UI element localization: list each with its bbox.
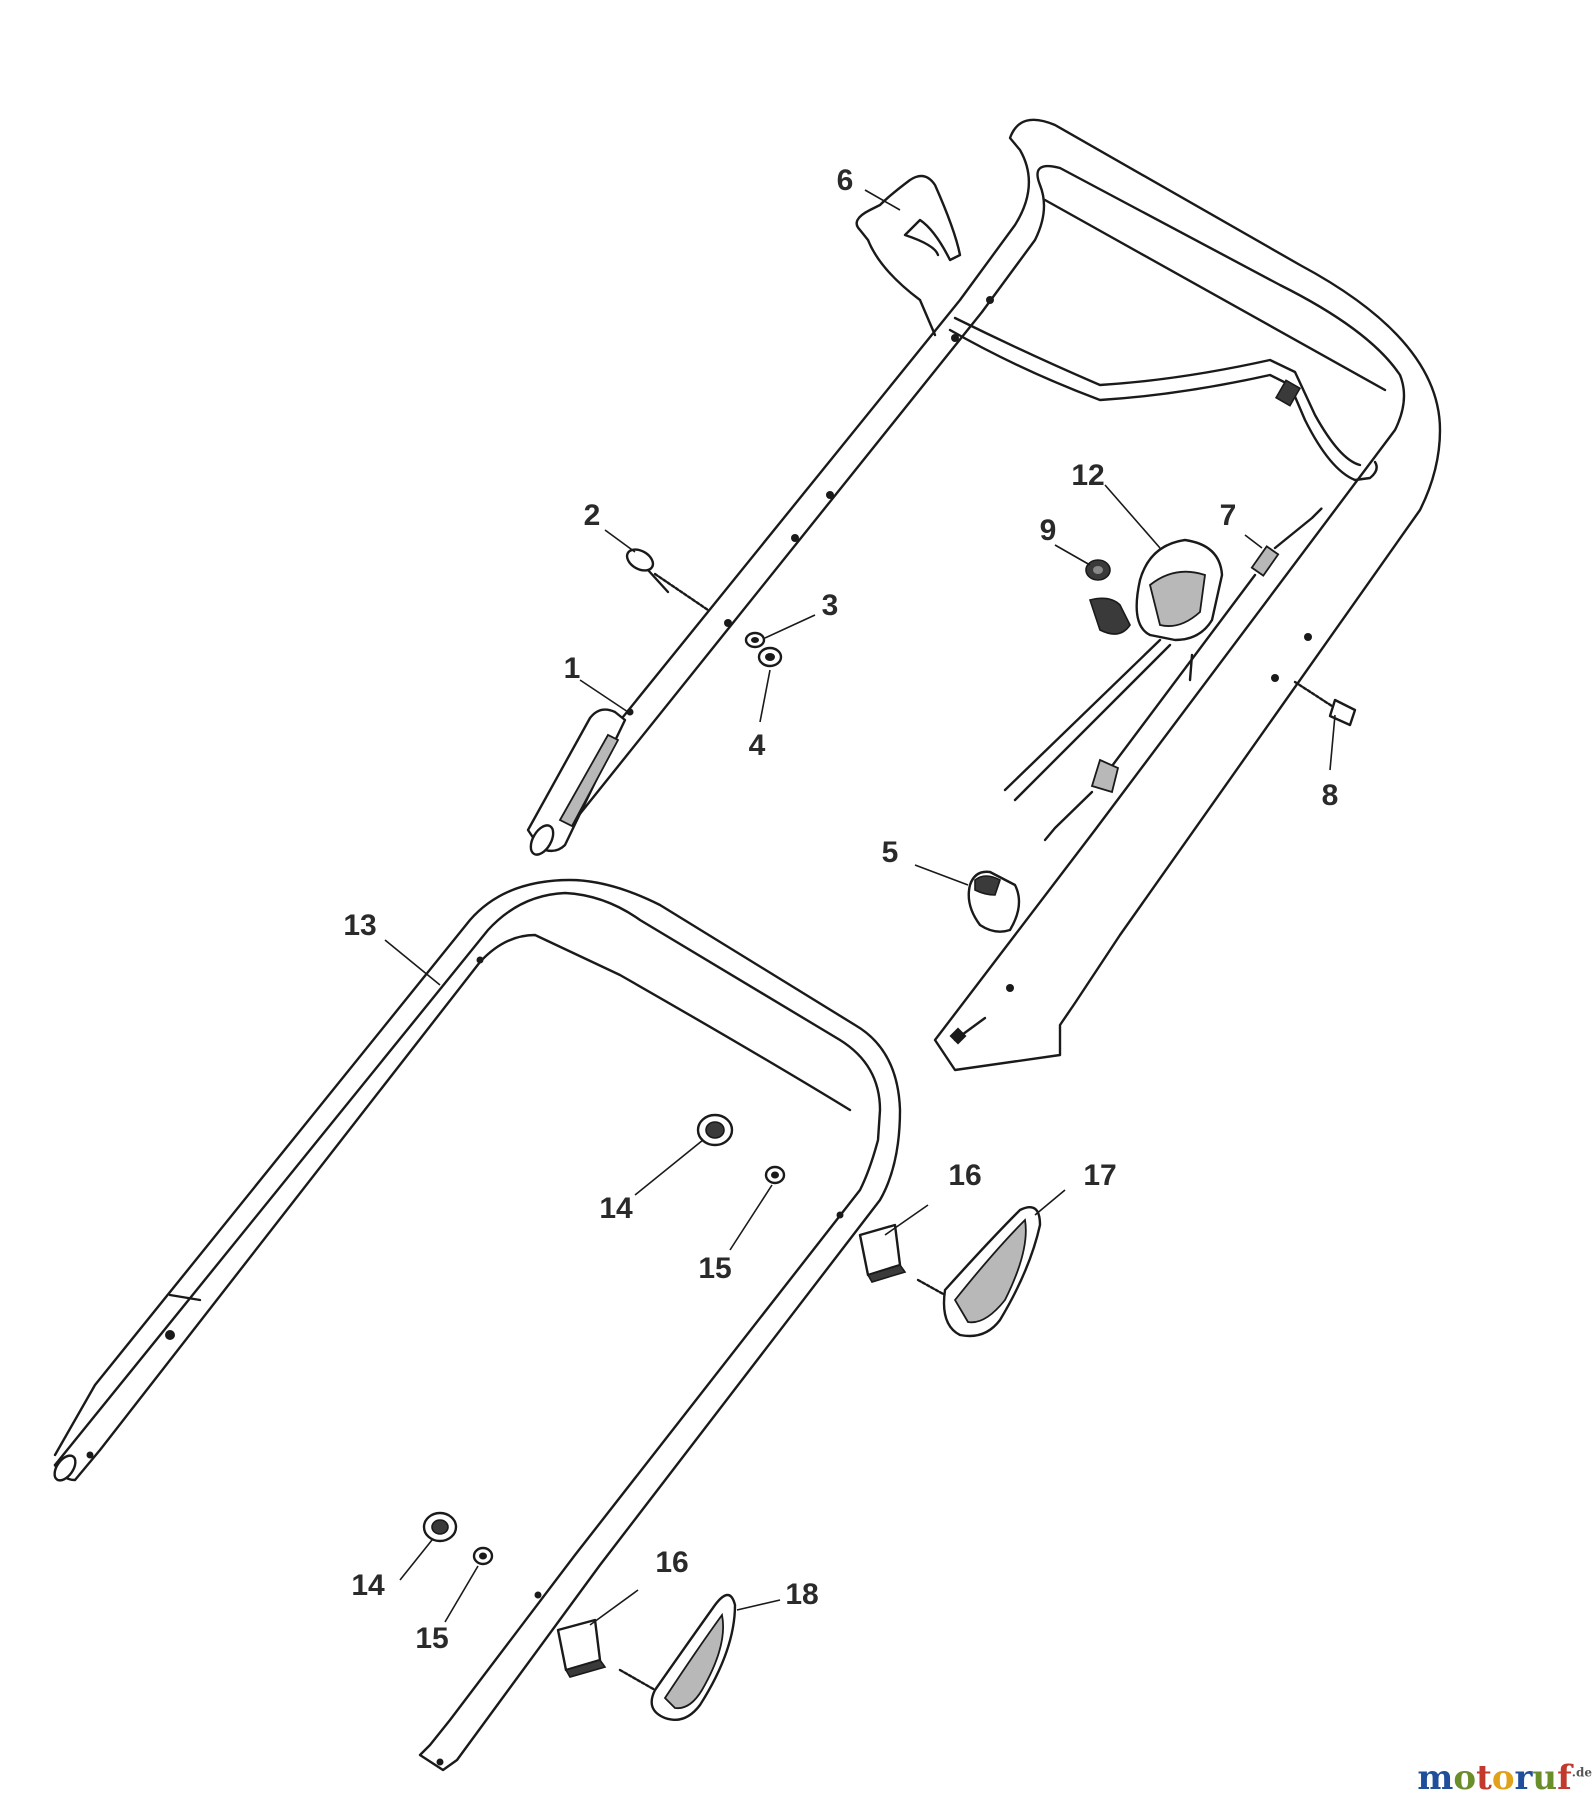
part-4-nut bbox=[757, 646, 783, 668]
callout-8: 8 bbox=[1322, 779, 1339, 812]
callout-14-lower: 14 bbox=[351, 1569, 385, 1602]
callout-13: 13 bbox=[343, 909, 376, 942]
leader-lines bbox=[384, 189, 1336, 1626]
part-7-cable bbox=[1043, 507, 1323, 842]
part-2-hook-bolt bbox=[625, 548, 710, 612]
part-14-upper-washer bbox=[696, 1113, 734, 1147]
part-6-control-bail bbox=[855, 174, 1378, 482]
part-16-upper-spacer bbox=[858, 1223, 907, 1283]
callout-1: 1 bbox=[564, 652, 581, 685]
part-14-lower-washer bbox=[422, 1511, 458, 1543]
callout-6: 6 bbox=[837, 164, 854, 197]
part-13-lower-handle bbox=[53, 878, 902, 1772]
callout-15-upper: 15 bbox=[698, 1252, 731, 1285]
watermark-suffix: .de bbox=[1571, 1765, 1592, 1780]
callout-16-upper: 16 bbox=[948, 1159, 981, 1192]
callout-12: 12 bbox=[1071, 459, 1104, 492]
watermark-letter: f bbox=[1557, 1758, 1572, 1798]
callout-15-lower: 15 bbox=[415, 1622, 448, 1655]
part-17-upper-knob bbox=[916, 1205, 1042, 1338]
part-3-washer bbox=[744, 631, 766, 649]
callout-16-lower: 16 bbox=[655, 1546, 688, 1579]
part-15-lower-nut bbox=[472, 1546, 494, 1566]
part-12-throttle-control bbox=[1003, 538, 1224, 802]
watermark-logo: motoruf.de bbox=[1417, 1758, 1592, 1798]
part-5-cable-clip bbox=[967, 870, 1021, 933]
callout-9: 9 bbox=[1040, 514, 1057, 547]
watermark-letter: o bbox=[1491, 1758, 1515, 1798]
watermark-letter: u bbox=[1532, 1758, 1558, 1798]
part-9-nut bbox=[1085, 559, 1111, 581]
callout-7: 7 bbox=[1220, 499, 1237, 532]
callout-4: 4 bbox=[749, 729, 766, 762]
part-8-bolt bbox=[1293, 680, 1357, 727]
callout-3: 3 bbox=[822, 589, 839, 622]
part-16-lower-spacer bbox=[556, 1618, 607, 1678]
callout-18: 18 bbox=[785, 1578, 818, 1611]
callout-5: 5 bbox=[882, 836, 899, 869]
watermark-letter: o bbox=[1453, 1758, 1477, 1798]
callout-2: 2 bbox=[584, 499, 601, 532]
part-18-lower-knob bbox=[618, 1593, 737, 1722]
part-15-upper-nut bbox=[764, 1165, 786, 1185]
callout-labels: 1 2 3 4 5 6 7 8 9 12 13 14 15 16 17 14 1… bbox=[343, 164, 1338, 1655]
callout-14-upper: 14 bbox=[599, 1192, 633, 1225]
callout-17: 17 bbox=[1083, 1159, 1116, 1192]
part-1-handle-tube-end bbox=[526, 708, 634, 856]
watermark-letter: r bbox=[1514, 1758, 1533, 1798]
watermark-letter: m bbox=[1417, 1758, 1454, 1798]
upper-handle bbox=[528, 118, 1442, 1072]
watermark-letter: t bbox=[1476, 1758, 1492, 1798]
